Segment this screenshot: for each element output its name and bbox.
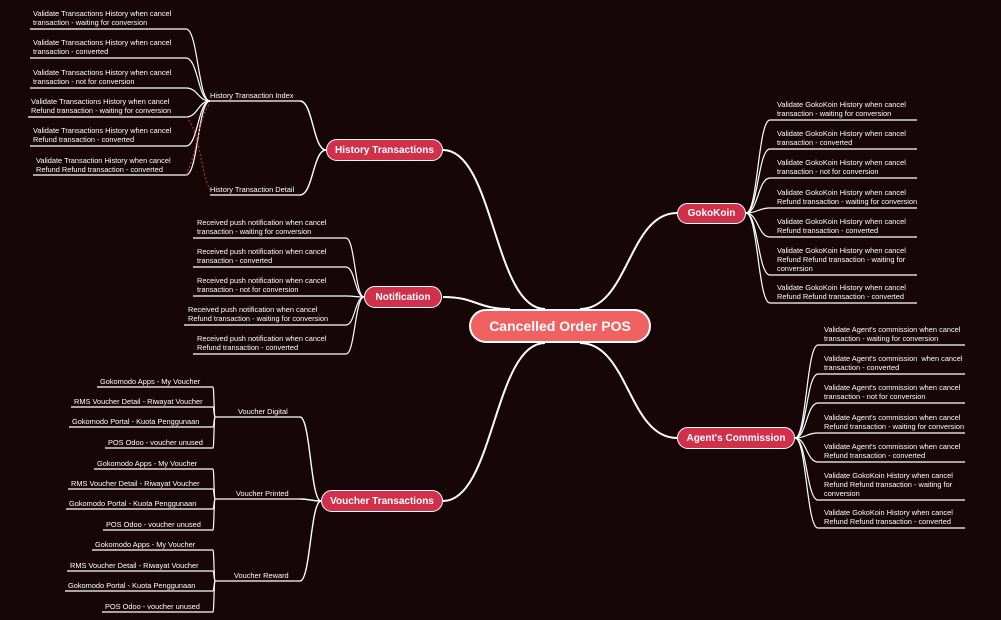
gokokoin-leaf[interactable]: Validate GokoKoin History when cancel Re…	[777, 217, 906, 235]
connector-center-notification	[442, 296, 511, 310]
connector-line	[345, 296, 365, 355]
voucher-leaf[interactable]: RMS Voucher Detail - Riwayat Voucher	[70, 561, 199, 570]
gokokoin-leaf[interactable]: Validate GokoKoin History when cancel tr…	[777, 129, 906, 147]
agent-leaf[interactable]: Validate Agent's commission when cancel …	[824, 442, 961, 460]
history-transaction-index[interactable]: History Transaction Index	[210, 91, 294, 100]
connector-line	[345, 237, 365, 298]
connector-line	[185, 57, 211, 102]
dashed-link	[185, 102, 211, 176]
history-transaction-detail[interactable]: History Transaction Detail	[210, 185, 295, 194]
connector-line	[745, 119, 771, 214]
voucher-leaf[interactable]: Gokomodo Portal - Kuota Penggunaan	[69, 499, 197, 508]
notification-leaf[interactable]: Received push notification when cancel R…	[188, 305, 329, 323]
connector-line	[299, 416, 322, 502]
connector-line	[794, 437, 819, 529]
gokokoin-leaf[interactable]: Validate GokoKoin History when cancel Re…	[777, 246, 906, 273]
connector-line	[345, 266, 365, 298]
agent-leaf[interactable]: Validate Agent's commission when cancel …	[824, 413, 965, 431]
voucher-leaf[interactable]: Gokomodo Apps - My Voucher	[95, 540, 196, 549]
notification-leaf[interactable]: Received push notification when cancel t…	[197, 276, 327, 294]
connector-line	[299, 500, 322, 582]
branch-voucher-transactions[interactable]: Voucher Transactions	[321, 490, 443, 512]
notification-leaf[interactable]: Received push notification when cancel R…	[197, 334, 327, 352]
branch-notification[interactable]: Notification	[364, 286, 442, 308]
connector-line	[745, 212, 771, 304]
gokokoin-leaf[interactable]: Validate GokoKoin History when cancel Re…	[777, 283, 906, 301]
gokokoin-leaf[interactable]: Validate GokoKoin History when cancel tr…	[777, 100, 906, 118]
voucher-leaf[interactable]: POS Odoo - voucher unused	[108, 438, 203, 447]
connector-line	[299, 100, 327, 151]
connector-line	[185, 87, 211, 102]
voucher-leaf[interactable]: POS Odoo - voucher unused	[106, 520, 201, 529]
voucher-group-printed[interactable]: Voucher Printed	[236, 489, 289, 498]
voucher-leaf[interactable]: Gokomodo Portal - Kuota Penggunaan	[72, 417, 200, 426]
connector-line	[794, 437, 819, 501]
agent-leaf[interactable]: Validate Agent's commission when cancel …	[824, 383, 961, 401]
agent-leaf[interactable]: Validate GokoKoin History when cancel Re…	[824, 471, 953, 498]
voucher-leaf[interactable]: POS Odoo - voucher unused	[105, 602, 200, 611]
connector-center-agent	[579, 342, 678, 439]
voucher-leaf[interactable]: Gokomodo Portal - Kuota Penggunaan	[68, 581, 196, 590]
connector-line	[185, 100, 211, 176]
connector-line	[185, 28, 211, 102]
connector-center-voucher	[442, 342, 546, 502]
branch-agents-commission[interactable]: Agent's Commission	[677, 427, 795, 449]
connector-line	[299, 498, 322, 502]
notification-leaf[interactable]: Received push notification when cancel t…	[197, 218, 327, 236]
gokokoin-leaf[interactable]: Validate GokoKoin History when cancel tr…	[777, 158, 906, 176]
connector-line	[794, 402, 819, 439]
history-leaf[interactable]: Validate Transaction History when cancel…	[36, 156, 171, 174]
voucher-leaf[interactable]: Gokomodo Apps - My Voucher	[100, 377, 201, 386]
branch-gokokoin[interactable]: GokoKoin	[677, 203, 746, 224]
history-leaf[interactable]: Validate Transactions History when cance…	[31, 97, 172, 115]
connector-line	[212, 416, 216, 449]
agent-leaf[interactable]: Validate GokoKoin History when cancel Re…	[824, 508, 953, 526]
connector-line	[794, 344, 819, 439]
voucher-group-digital[interactable]: Voucher Digital	[238, 407, 288, 416]
connector-line	[299, 149, 327, 196]
connector-line	[745, 212, 771, 276]
connector-line	[745, 177, 771, 214]
voucher-leaf[interactable]: Gokomodo Apps - My Voucher	[97, 459, 198, 468]
history-leaf[interactable]: Validate Transactions History when cance…	[33, 38, 172, 56]
history-leaf[interactable]: Validate Transactions History when cance…	[33, 126, 172, 144]
connector-line	[212, 580, 216, 613]
agent-leaf[interactable]: Validate Agent's commission when cancel …	[824, 325, 961, 343]
connector-line	[794, 373, 819, 439]
connector-center-gokokoin	[579, 212, 678, 310]
connector-line	[212, 498, 216, 531]
connector-center-history	[442, 149, 546, 310]
central-topic[interactable]: Cancelled Order POS	[469, 309, 651, 343]
branch-history-transactions[interactable]: History Transactions	[326, 139, 443, 161]
voucher-group-reward[interactable]: Voucher Reward	[234, 571, 289, 580]
history-leaf[interactable]: Validate Transactions History when cance…	[33, 9, 172, 27]
connector-line	[345, 296, 365, 326]
dashed-link	[185, 116, 211, 191]
agent-leaf[interactable]: Validate Agent's commission when cancel …	[824, 354, 963, 372]
gokokoin-leaf[interactable]: Validate GokoKoin History when cancel Re…	[777, 188, 918, 206]
history-leaf[interactable]: Validate Transactions History when cance…	[33, 68, 172, 86]
voucher-leaf[interactable]: RMS Voucher Detail - Riwayat Voucher	[74, 397, 203, 406]
notification-leaf[interactable]: Received push notification when cancel t…	[197, 247, 327, 265]
connector-line	[745, 148, 771, 214]
voucher-leaf[interactable]: RMS Voucher Detail - Riwayat Voucher	[71, 479, 200, 488]
